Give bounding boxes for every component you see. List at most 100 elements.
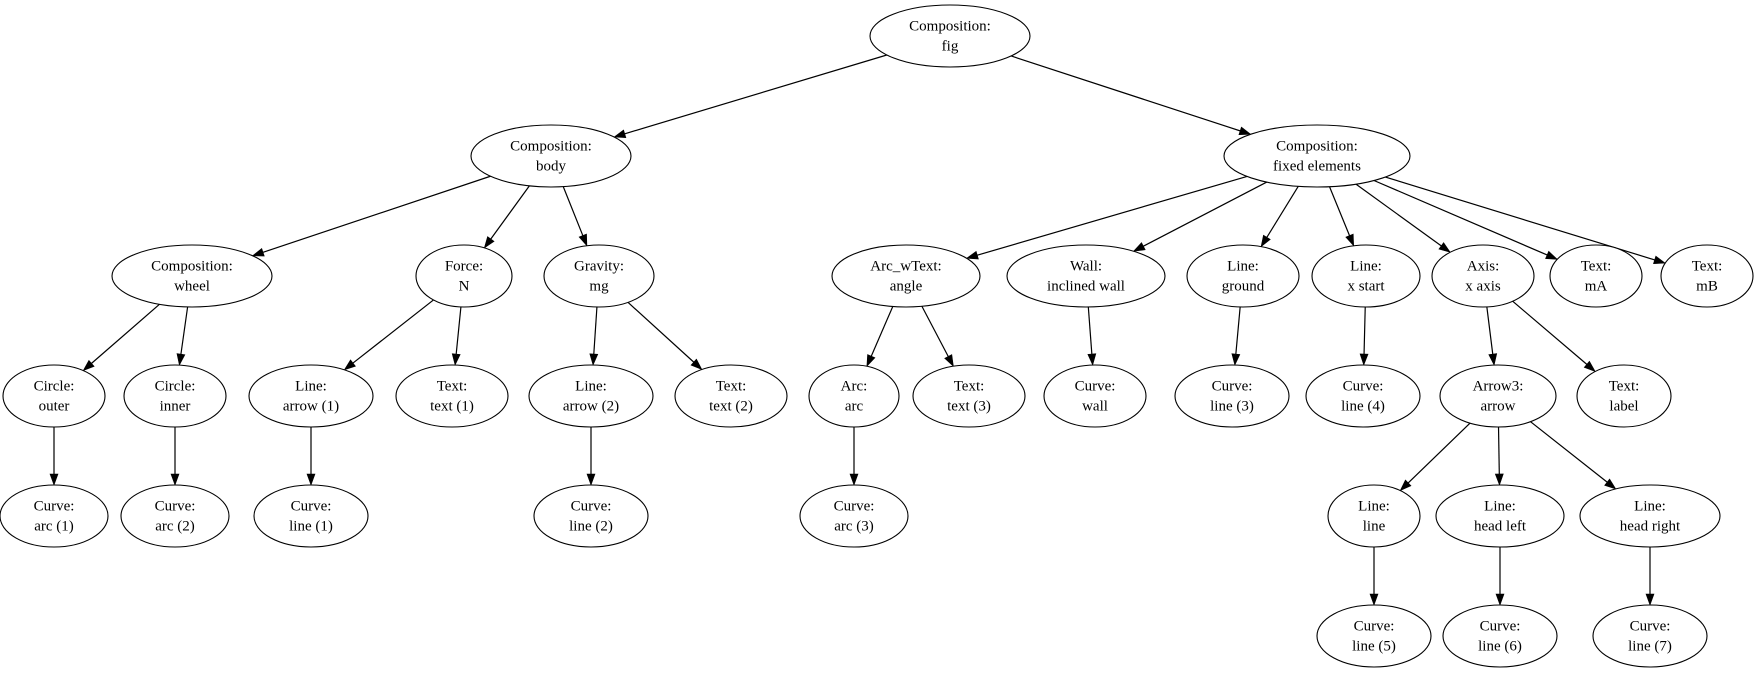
node-name-label: inclined wall xyxy=(1047,278,1125,294)
arrowhead-icon xyxy=(1238,126,1252,135)
arrowhead-icon xyxy=(1399,479,1412,492)
tree-node-curveline1[interactable]: Curve:line (1) xyxy=(253,484,369,548)
tree-node-curvewall[interactable]: Curve: wall xyxy=(1043,364,1147,428)
node-name-label: text (1) xyxy=(430,398,474,414)
tree-node-lineline[interactable]: Line:line xyxy=(1327,484,1421,548)
arrowhead-icon xyxy=(1545,250,1559,260)
node-ellipse xyxy=(248,364,374,428)
node-ellipse xyxy=(395,364,509,428)
tree-node-circleinner[interactable]: Circle:inner xyxy=(123,364,227,428)
node-name-label: head left xyxy=(1474,518,1527,534)
edge-lineground-to-curveline3 xyxy=(1235,306,1241,355)
node-name-label: wall xyxy=(1082,398,1108,414)
node-ellipse xyxy=(1311,244,1421,308)
node-name-label: label xyxy=(1609,398,1638,414)
arrowhead-icon xyxy=(1645,593,1655,606)
node-ellipse xyxy=(123,364,227,428)
tree-node-body[interactable]: Composition:body xyxy=(470,124,632,188)
tree-node-texttext1[interactable]: Text:text (1) xyxy=(395,364,509,428)
node-ellipse xyxy=(912,364,1026,428)
node-type-label: Text: xyxy=(954,378,985,394)
tree-node-curveline5[interactable]: Curve:line (5) xyxy=(1316,604,1432,668)
node-type-label: Line: xyxy=(575,378,607,394)
tree-node-lineground[interactable]: Line:ground xyxy=(1186,244,1300,308)
tree-node-arcwtext[interactable]: Arc_wText:angle xyxy=(831,244,981,308)
node-name-label: arc (1) xyxy=(34,518,74,534)
node-ellipse xyxy=(1660,244,1754,308)
tree-node-linexstart[interactable]: Line:x start xyxy=(1311,244,1421,308)
tree-node-curveline2[interactable]: Curve:line (2) xyxy=(533,484,649,548)
node-type-label: Curve: xyxy=(1075,378,1116,394)
node-name-label: mA xyxy=(1585,278,1608,294)
node-name-label: fig xyxy=(942,38,959,54)
node-ellipse xyxy=(533,484,649,548)
node-name-label: x axis xyxy=(1465,278,1501,294)
edge-fixed-to-textmA xyxy=(1373,179,1548,256)
arrowhead-icon xyxy=(251,247,265,257)
edge-body-to-forceN xyxy=(490,185,530,240)
tree-node-curvearc1[interactable]: Curve: arc (1) xyxy=(0,484,109,548)
node-ellipse xyxy=(120,484,230,548)
tree-node-lineheadright[interactable]: Line:head right xyxy=(1579,484,1721,548)
tree-node-textmB[interactable]: Text:mB xyxy=(1660,244,1754,308)
tree-node-curveline6[interactable]: Curve:line (6) xyxy=(1442,604,1558,668)
tree-node-linearrow2[interactable]: Line:arrow (2) xyxy=(528,364,654,428)
tree-node-arrow3[interactable]: Arrow3:arrow xyxy=(1439,364,1557,428)
edge-body-to-wheel xyxy=(262,175,491,253)
node-ellipse xyxy=(1006,244,1166,308)
tree-node-textlabel[interactable]: Text: label xyxy=(1576,364,1672,428)
tree-node-texttext2[interactable]: Text:text (2) xyxy=(674,364,788,428)
node-type-label: Wall: xyxy=(1070,258,1102,274)
node-ellipse xyxy=(0,484,109,548)
node-ellipse xyxy=(1549,244,1643,308)
node-ellipse xyxy=(831,244,981,308)
node-type-label: Text: xyxy=(1609,378,1640,394)
tree-node-fixed[interactable]: Composition:fixed elements xyxy=(1223,124,1411,188)
arrowhead-icon xyxy=(306,473,316,486)
tree-node-forceN[interactable]: Force:N xyxy=(415,244,513,308)
node-ellipse xyxy=(543,244,655,308)
node-type-label: Line: xyxy=(295,378,327,394)
edge-fixed-to-wall xyxy=(1143,181,1268,247)
node-type-label: Curve: xyxy=(571,498,612,514)
node-name-label: line xyxy=(1363,518,1386,534)
tree-node-curveline4[interactable]: Curve:line (4) xyxy=(1305,364,1421,428)
tree-node-wheel[interactable]: Composition:wheel xyxy=(111,244,273,308)
node-name-label: outer xyxy=(39,398,70,414)
node-type-label: Curve: xyxy=(1480,618,1521,634)
node-name-label: line (7) xyxy=(1628,638,1672,654)
node-ellipse xyxy=(1576,364,1672,428)
tree-node-wall[interactable]: Wall: inclined wall xyxy=(1006,244,1166,308)
tree-node-curvearc2[interactable]: Curve:arc (2) xyxy=(120,484,230,548)
tree-node-curveline3[interactable]: Curve:line (3) xyxy=(1174,364,1290,428)
tree-node-textmA[interactable]: Text:mA xyxy=(1549,244,1643,308)
node-name-label: wheel xyxy=(174,278,210,294)
tree-node-texttext3[interactable]: Text:text (3) xyxy=(912,364,1026,428)
arrowhead-icon xyxy=(343,359,356,371)
node-name-label: arc xyxy=(845,398,864,414)
tree-node-linearrow1[interactable]: Line:arrow (1) xyxy=(248,364,374,428)
tree-node-gravity[interactable]: Gravity:mg xyxy=(543,244,655,308)
node-ellipse xyxy=(1305,364,1421,428)
tree-node-arcarc[interactable]: Arc:arc xyxy=(808,364,900,428)
node-type-label: Curve: xyxy=(34,498,75,514)
node-name-label: line (3) xyxy=(1210,398,1254,414)
tree-node-curvearc3[interactable]: Curve:arc (3) xyxy=(799,484,909,548)
node-name-label: mB xyxy=(1696,278,1718,294)
node-ellipse xyxy=(1186,244,1300,308)
node-type-label: Composition: xyxy=(909,18,991,34)
node-type-label: Circle: xyxy=(155,378,196,394)
tree-node-curveline7[interactable]: Curve:line (7) xyxy=(1592,604,1708,668)
node-ellipse xyxy=(470,124,632,188)
node-name-label: ground xyxy=(1222,278,1265,294)
node-ellipse xyxy=(1439,364,1557,428)
arrowhead-icon xyxy=(849,473,859,486)
tree-node-fig[interactable]: Composition: fig xyxy=(869,4,1031,68)
tree-node-lineheadleft[interactable]: Line:head left xyxy=(1435,484,1565,548)
tree-node-circleouter[interactable]: Circle:outer xyxy=(2,364,106,428)
tree-node-axisx[interactable]: Axis:x axis xyxy=(1431,244,1535,308)
node-ellipse xyxy=(1592,604,1708,668)
arrowhead-icon xyxy=(1488,353,1498,366)
